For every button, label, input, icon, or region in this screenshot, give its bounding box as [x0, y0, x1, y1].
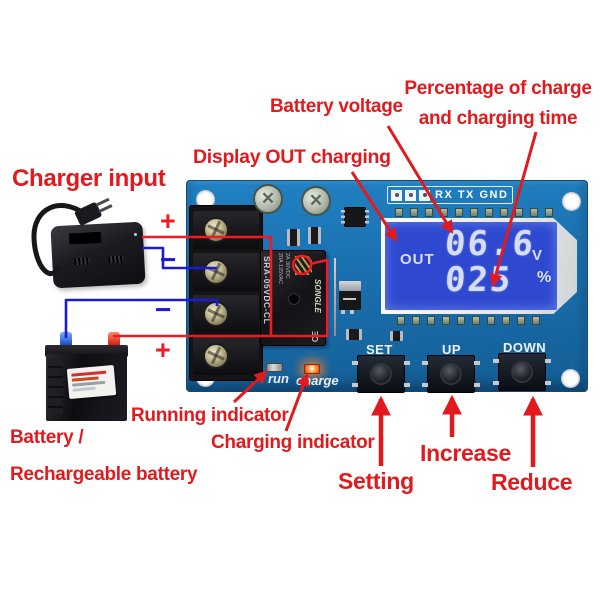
label-percentage-line2: and charging time: [418, 108, 578, 129]
mounting-hole: [561, 369, 580, 388]
plus-sign-battery: +: [155, 335, 171, 365]
smd-component: [287, 229, 300, 246]
charger-vent: [74, 257, 90, 266]
serial-header: RX TX GND: [387, 186, 513, 204]
label-percentage-of-charge: Percentage of charge and charging time: [398, 74, 598, 134]
screw: [203, 343, 229, 369]
label-increase: Increase: [420, 440, 511, 466]
up-button-label: UP: [442, 342, 462, 357]
charge-led-label: charge: [296, 373, 339, 388]
set-button-label: SET: [366, 342, 393, 357]
relay-model-text: SRA-05VDC-CL: [262, 256, 272, 325]
charger-label-recess: [68, 231, 102, 245]
battery-side-texture: [48, 358, 63, 414]
terminal-battery-positive: [193, 337, 259, 375]
terminal-charger-positive: [193, 211, 259, 249]
lcd-module: OUT 06.6 V 025 %: [381, 218, 577, 314]
label-battery-line2: Rechargeable battery: [10, 464, 198, 485]
screw: [203, 301, 229, 327]
voltage-regulator: [339, 281, 361, 314]
label-battery-caption: Battery / Rechargeable battery: [10, 419, 198, 493]
lcd-percent-unit: %: [537, 269, 552, 286]
pcb-board: ✕ ✕ SRA-05VDC-CL SONGLE 2A 30VDC 20A 125…: [186, 180, 588, 393]
charger-vent: [108, 255, 124, 264]
screw: [203, 217, 229, 243]
minus-sign-battery: −: [155, 294, 172, 325]
lcd-out-indicator: OUT: [400, 251, 435, 268]
smd-component: [308, 227, 321, 244]
label-battery-line1: Battery /: [10, 427, 84, 448]
relay: SRA-05VDC-CL SONGLE 2A 30VDC 20A 125VAC …: [260, 250, 326, 346]
charge-led: [304, 364, 320, 374]
lcd-screen: OUT 06.6 V 025 %: [385, 222, 557, 310]
down-button-label: DOWN: [503, 340, 547, 355]
relay-dimple: [288, 293, 300, 305]
run-led-label: run: [268, 371, 289, 386]
lcd-voltage-unit: V: [532, 247, 543, 264]
label-battery-voltage: Battery voltage: [270, 96, 403, 117]
screw-terminal-block: [189, 205, 263, 381]
header-pin: [419, 189, 430, 201]
label-reduce: Reduce: [491, 469, 573, 495]
serial-header-label: RX TX GND: [435, 189, 509, 201]
wire-pin: [334, 258, 336, 336]
soic8-ic: [341, 207, 369, 227]
relay-rating-text: 2A 30VDC 20A 125VAC: [277, 253, 290, 285]
up-button: [422, 355, 480, 393]
mounting-hole: [562, 192, 581, 211]
label-running-indicator: Running indicator: [131, 405, 289, 426]
minus-sign-charger: −: [160, 244, 177, 275]
screw: [203, 259, 229, 285]
charger-adapter: [50, 221, 146, 289]
battery-body: [46, 354, 127, 421]
plus-sign-charger: +: [160, 206, 176, 236]
relay-stripes: [295, 256, 312, 275]
label-setting: Setting: [338, 468, 414, 494]
battery-label: [66, 365, 117, 399]
smd-component: [390, 331, 403, 341]
label-display-out-charging: Display OUT charging: [193, 146, 391, 168]
terminal-battery-negative: [193, 295, 259, 333]
lcd-pin-row-bottom: [397, 316, 540, 325]
down-button: [493, 353, 551, 391]
rechargeable-battery: [45, 331, 130, 423]
lcd-voltage-value: 06.6: [443, 224, 537, 264]
ce-mark: CE: [310, 330, 320, 343]
label-percentage-line1: Percentage of charge: [404, 78, 592, 99]
mounting-hole: [196, 190, 215, 209]
plug-icon: [74, 197, 113, 226]
electrolytic-capacitor: ✕: [301, 186, 331, 216]
smd-component: [346, 329, 362, 340]
set-button: [352, 355, 410, 393]
label-charging-indicator: Charging indicator: [211, 432, 375, 453]
run-led: [266, 363, 283, 372]
label-charger-input: Charger input: [12, 165, 166, 192]
terminal-charger-negative: [193, 253, 259, 291]
charger-led-dot: [133, 232, 138, 237]
electrolytic-capacitor: ✕: [253, 184, 283, 214]
header-pin: [405, 189, 416, 201]
lcd-pin-row-top: [395, 208, 553, 217]
lcd-percent-value: 025: [443, 260, 514, 300]
header-pin: [391, 189, 402, 201]
